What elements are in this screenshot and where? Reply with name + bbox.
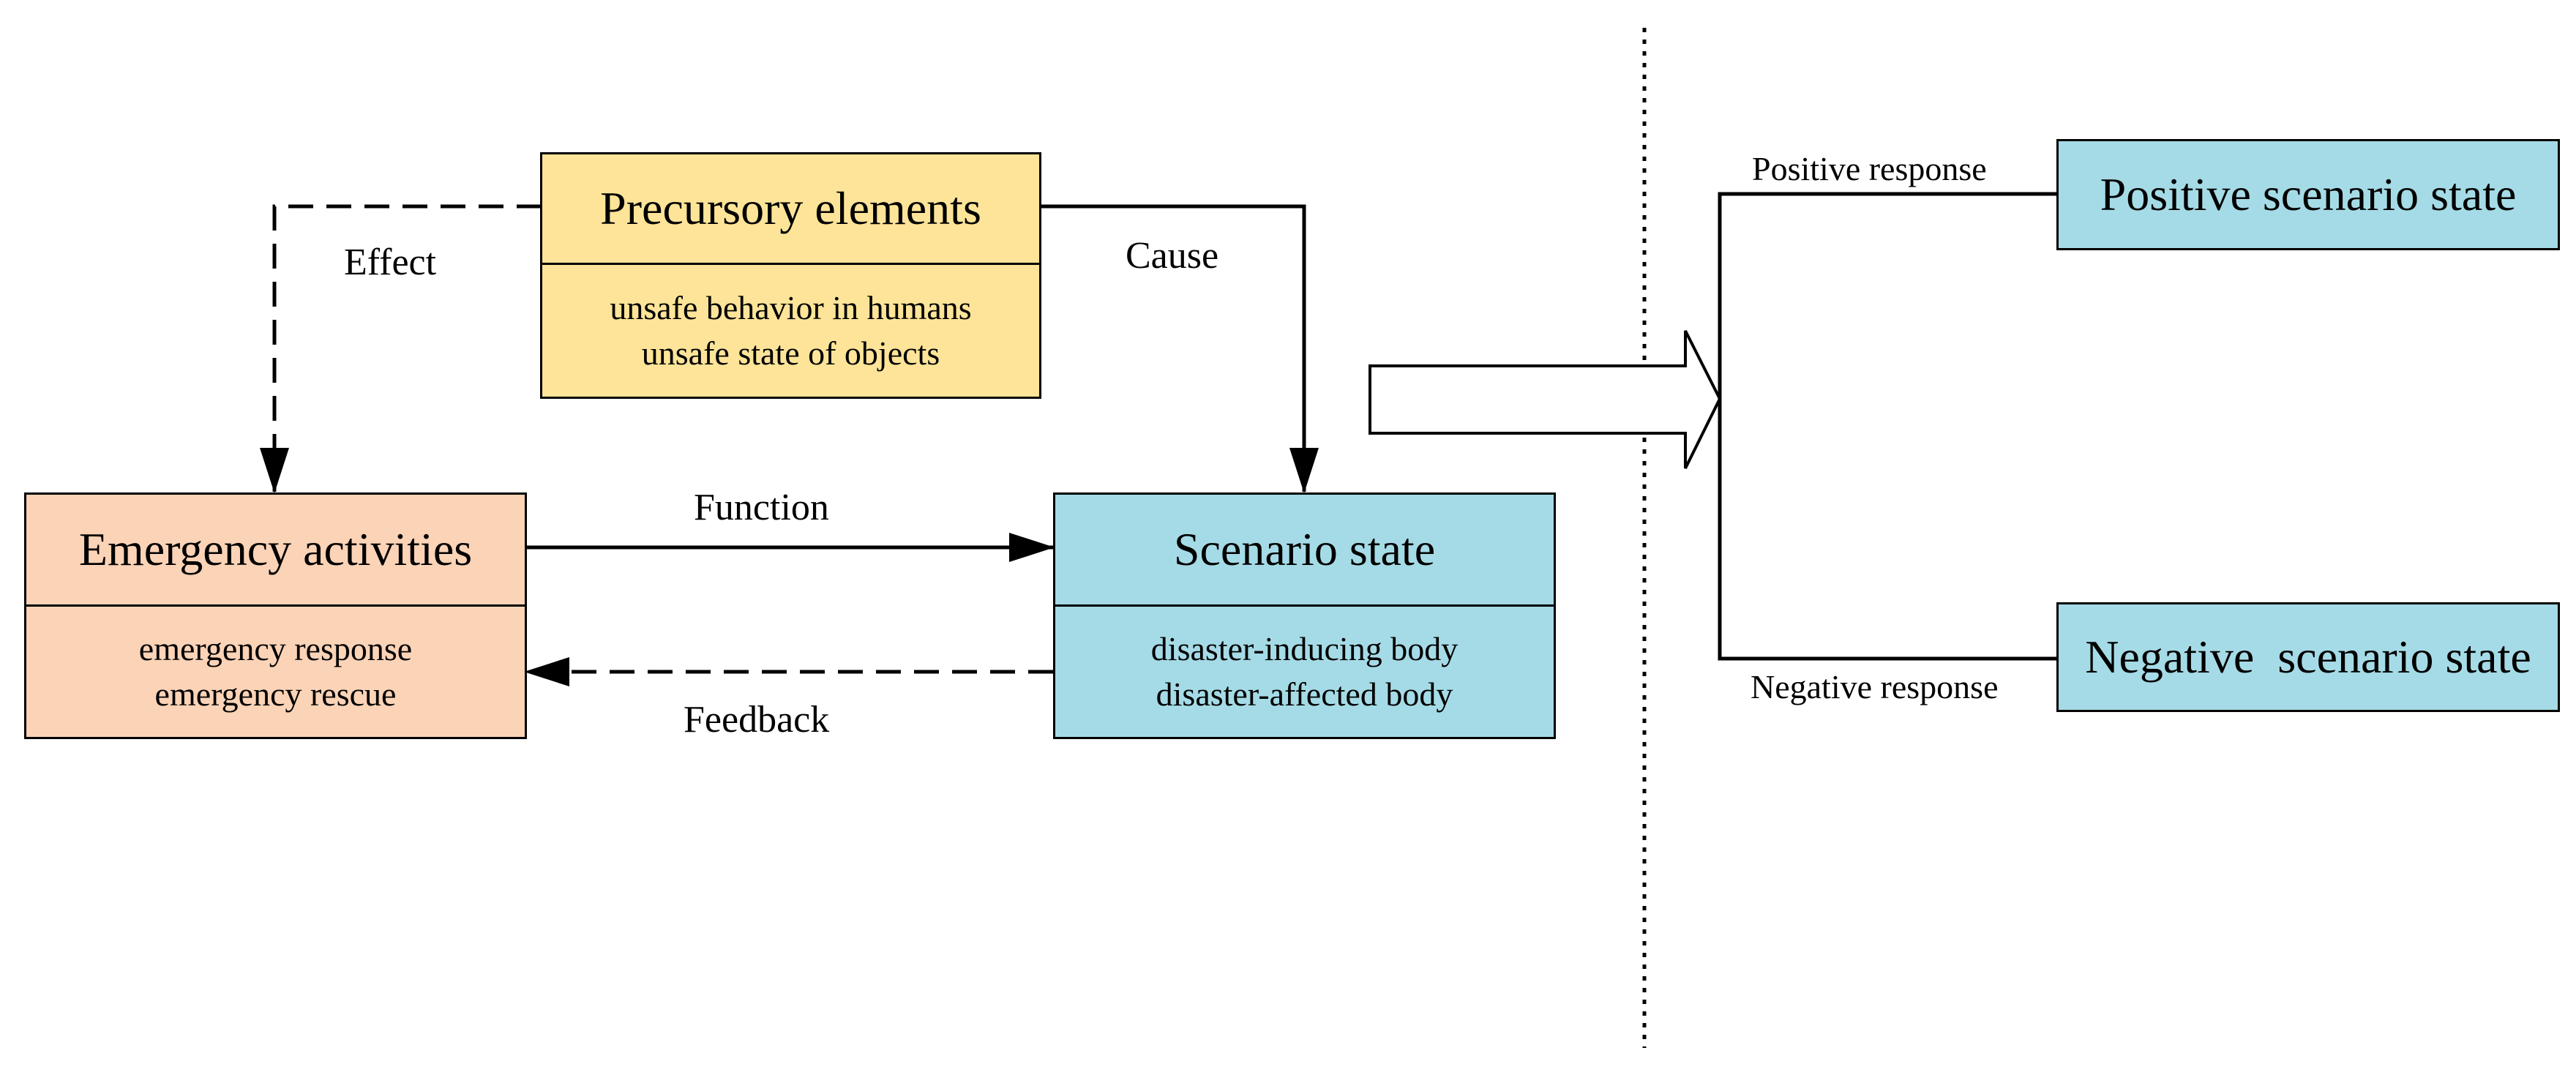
scenario-item: disaster-affected body — [1156, 675, 1453, 713]
scenario-state-items: disaster-inducing body disaster-affected… — [1055, 604, 1554, 737]
negative-scenario-state-box: Negative scenario state — [2056, 602, 2560, 712]
feedback-label: Feedback — [684, 699, 830, 741]
positive-scenario-state-box: Positive scenario state — [2056, 139, 2560, 250]
precursory-item: unsafe state of objects — [641, 334, 940, 372]
emergency-activities-box: Emergency activities emergency response … — [24, 492, 527, 739]
negative-response-label: Negative response — [1751, 668, 1999, 705]
negative-scenario-state-title: Negative scenario state — [2085, 631, 2531, 683]
effect-label: Effect — [344, 241, 437, 283]
effect-arrow — [260, 204, 542, 493]
precursory-item: unsafe behavior in humans — [610, 289, 972, 326]
scenario-state-box: Scenario state disaster-inducing body di… — [1053, 492, 1556, 739]
emergency-activities-title: Emergency activities — [78, 523, 473, 575]
positive-response-label: Positive response — [1752, 150, 1987, 187]
positive-scenario-state-title: Positive scenario state — [2100, 168, 2517, 220]
precursory-elements-items: unsafe behavior in humans unsafe state o… — [542, 263, 1039, 397]
function-label: Function — [694, 487, 829, 528]
scenario-state-title: Scenario state — [1173, 523, 1436, 575]
emergency-item: emergency rescue — [154, 675, 397, 713]
precursory-elements-title: Precursory elements — [600, 182, 981, 234]
cause-label: Cause — [1126, 235, 1219, 277]
cause-arrow — [1039, 204, 1319, 493]
response-bracket — [1718, 192, 2058, 661]
emergency-item: emergency response — [138, 630, 413, 667]
transition-block-arrow — [1368, 330, 1722, 469]
precursory-elements-box: Precursory elements unsafe behavior in h… — [540, 152, 1041, 399]
emergency-activities-items: emergency response emergency rescue — [26, 604, 525, 737]
scenario-item: disaster-inducing body — [1150, 630, 1459, 667]
